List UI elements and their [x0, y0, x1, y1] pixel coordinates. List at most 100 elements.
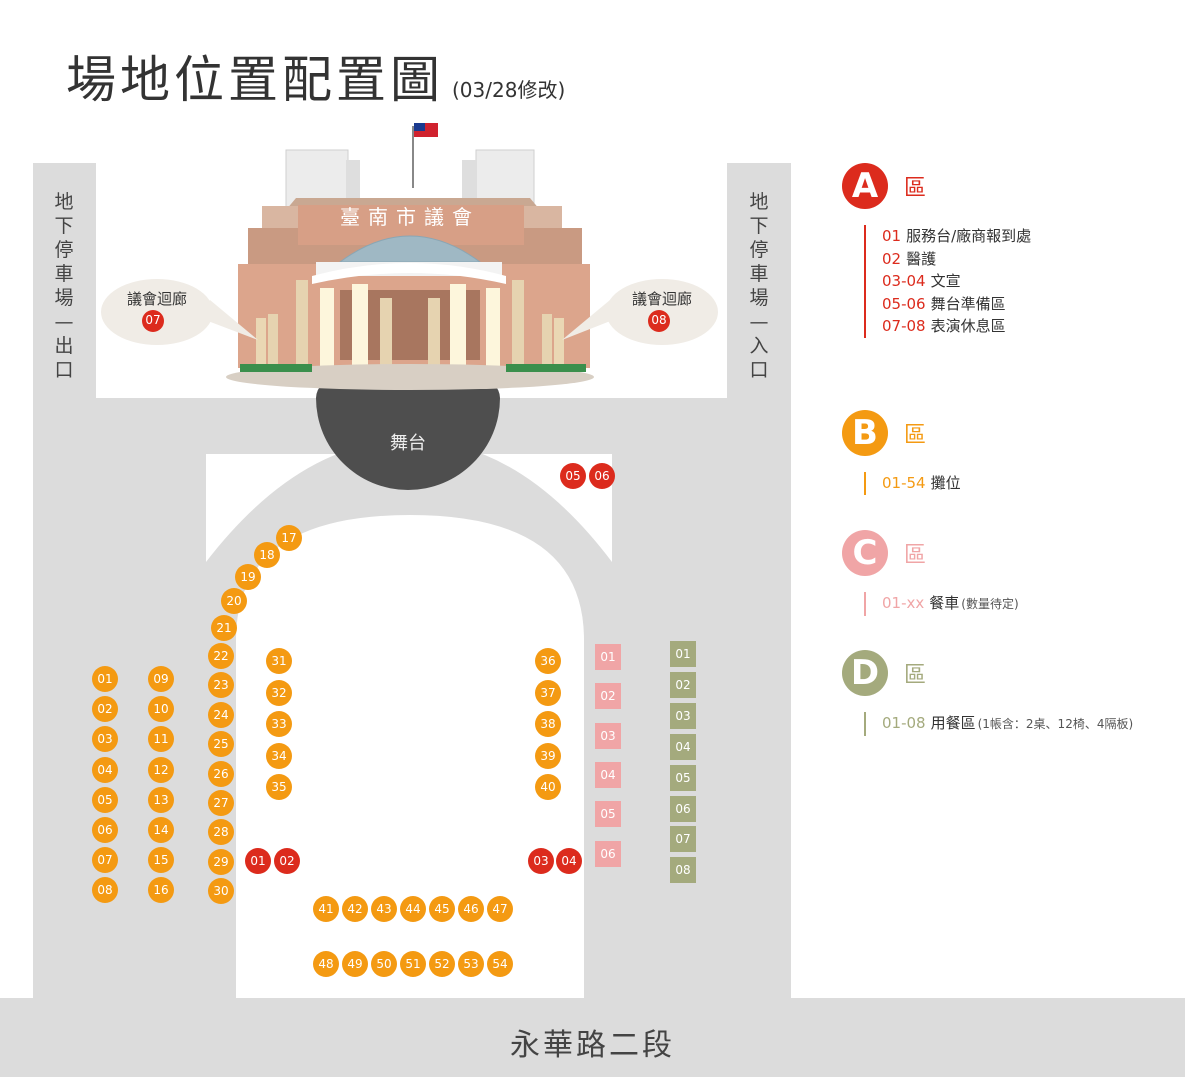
zone-b-marker-47: 47	[487, 896, 513, 922]
zone-b-marker-23: 23	[208, 672, 234, 699]
zone-d-marker-08: 08	[670, 857, 696, 884]
zone-b-marker-08: 08	[92, 877, 118, 904]
stage-shape	[316, 398, 500, 490]
zone-b-marker-07: 07	[92, 847, 118, 874]
legend-text: 文宣	[930, 272, 961, 290]
zone-b-marker-16: 16	[148, 877, 174, 904]
road-band	[0, 998, 1185, 1077]
zone-c-badge: C	[842, 530, 888, 576]
zone-b-marker-30: 30	[208, 878, 234, 905]
legend-note: (數量待定)	[961, 597, 1019, 611]
zone-a-marker-01: 01	[245, 848, 271, 874]
legend-zone-b-header: B 區	[842, 410, 961, 456]
building-sign: 臺南市議會	[340, 205, 480, 229]
legend-code: 03-04	[882, 272, 926, 290]
zone-b-marker-25: 25	[208, 731, 234, 758]
left-parking-path	[33, 163, 96, 1003]
zone-b-marker-42: 42	[342, 896, 368, 922]
zone-c-marker-06: 06	[595, 840, 621, 867]
zone-b-marker-03: 03	[92, 726, 118, 753]
zone-b-marker-22: 22	[208, 643, 234, 669]
zone-b-marker-11: 11	[148, 726, 174, 753]
legend-text: 用餐區	[930, 714, 976, 732]
zone-b-marker-05: 05	[92, 786, 118, 813]
title-note: (03/28修改)	[452, 78, 566, 102]
corridor-bubble-left-tail	[200, 300, 258, 340]
zone-b-marker-31: 31	[266, 648, 292, 674]
zone-b-marker-39: 39	[535, 742, 561, 769]
zone-c-marker-04: 04	[595, 761, 621, 788]
legend-text: 舞台準備區	[930, 294, 1006, 313]
legend-zone-d-header: D 區	[842, 650, 1133, 696]
zone-a-marker-06: 06	[589, 463, 615, 489]
zone-b-marker-10: 10	[148, 696, 174, 723]
corridor-07-dot	[142, 310, 164, 332]
legend-code: 07-08	[882, 317, 926, 335]
zone-d-label: 區	[904, 663, 927, 688]
zone-b-marker-14: 14	[148, 817, 174, 843]
zone-d-badge: D	[842, 650, 888, 696]
zone-b-badge: B	[842, 410, 888, 456]
zone-d-marker-07: 07	[670, 826, 696, 853]
council-building	[226, 123, 594, 390]
zone-d-marker-05: 05	[670, 764, 696, 791]
zone-b-marker-34: 34	[266, 742, 292, 769]
zone-d-marker-04: 04	[670, 733, 696, 760]
legend-zone-c-header: C 區	[842, 530, 1019, 576]
zone-b-label: 區	[904, 423, 927, 448]
legend-text: 攤位	[930, 474, 961, 492]
legend-text: 醫護	[906, 249, 937, 268]
corridor-bubble-right-tail	[562, 300, 618, 340]
corridor-right-label: 議會迴廊	[631, 290, 692, 308]
zone-c-marker-05: 05	[595, 801, 621, 828]
zone-b-marker-40: 40	[535, 774, 561, 800]
stage-label: 舞台	[390, 433, 426, 454]
zone-b-marker-02: 02	[92, 696, 118, 723]
inner-square	[236, 515, 584, 998]
zone-c-marker-03: 03	[595, 722, 621, 749]
zone-b-marker-52: 52	[429, 951, 455, 977]
zone-a-label: 區	[904, 176, 927, 201]
zone-b-marker-46: 46	[458, 896, 484, 922]
zone-d-marker-06: 06	[670, 795, 696, 822]
zone-b-marker-12: 12	[148, 756, 174, 783]
left-lower-block	[96, 454, 206, 562]
zone-b-marker-15: 15	[148, 847, 174, 874]
title-text: 場地位置配置圖	[66, 51, 444, 109]
legend-text: 表演休息區	[930, 317, 1006, 335]
legend-note: (1帳含：2桌、12椅、4隔板)	[977, 717, 1134, 731]
zone-b-marker-37: 37	[535, 679, 561, 706]
legend-code: 01-08	[882, 714, 926, 732]
zone-d-marker-01: 01	[670, 641, 696, 667]
page-title: 場地位置配置圖 (03/28修改)	[66, 40, 565, 112]
zone-b-marker-48: 48	[313, 951, 339, 977]
parking-entrance-label: 地下停車場—入口	[749, 191, 769, 381]
parking-exit-label: 地下停車場—出口	[54, 191, 74, 381]
zone-b-marker-13: 13	[148, 786, 174, 813]
legend-text: 服務台/廠商報到處	[906, 227, 1032, 245]
zone-d-marker-02: 02	[670, 671, 696, 698]
zone-b-marker-27: 27	[208, 790, 234, 816]
zone-b-marker-53: 53	[458, 951, 484, 977]
zone-b-marker-28: 28	[208, 819, 234, 846]
zone-b-marker-36: 36	[535, 648, 561, 674]
zone-b-marker-50: 50	[371, 951, 397, 977]
zone-b-marker-33: 33	[266, 711, 292, 737]
zone-a-marker-03: 03	[528, 848, 554, 874]
zone-b-marker-17: 17	[276, 525, 302, 551]
zone-a-marker-05: 05	[560, 463, 586, 489]
legend-code: 01	[882, 227, 902, 245]
corridor-left-label: 議會迴廊	[126, 290, 187, 308]
